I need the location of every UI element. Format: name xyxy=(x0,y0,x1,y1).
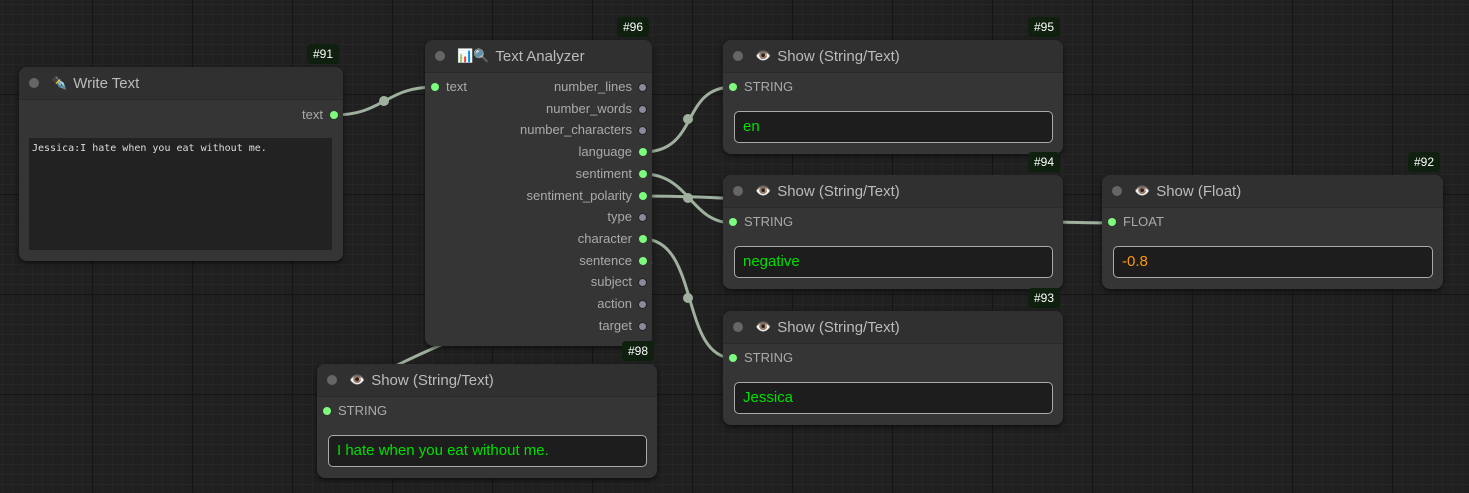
collapse-dot[interactable] xyxy=(1112,186,1122,196)
output-slot-target[interactable] xyxy=(638,322,647,331)
wire-midpoint xyxy=(683,293,693,303)
node-title: Show (String/Text) xyxy=(777,319,900,336)
collapse-dot[interactable] xyxy=(29,78,39,88)
input-slot[interactable] xyxy=(729,354,737,362)
wire-midpoint xyxy=(379,96,389,106)
node-title-bar[interactable]: 📊🔍 Text Analyzer xyxy=(425,40,652,73)
node-id-badge: #94 xyxy=(1028,152,1060,172)
output-slot-number-lines[interactable] xyxy=(638,83,647,92)
node-title: Show (String/Text) xyxy=(777,48,900,65)
output-label-target: target xyxy=(599,318,632,334)
node-title: Show (Float) xyxy=(1156,183,1241,200)
output-slot-type[interactable] xyxy=(638,213,647,222)
collapse-dot[interactable] xyxy=(327,375,337,385)
pen-icon: ✒️ xyxy=(51,75,67,91)
write-text-node[interactable]: ✒️ Write Text text Jessica:I hate when yo… xyxy=(19,67,343,261)
input-slot-text[interactable] xyxy=(431,83,439,91)
input-label: STRING xyxy=(744,214,793,230)
input-slot[interactable] xyxy=(1108,218,1116,226)
output-slot-sentiment[interactable] xyxy=(639,170,647,178)
collapse-dot[interactable] xyxy=(733,322,743,332)
output-slot-character[interactable] xyxy=(639,235,647,243)
input-label: STRING xyxy=(744,350,793,366)
show-node-95[interactable]: 👁️ Show (String/Text) STRING en xyxy=(723,40,1063,154)
value-display[interactable]: Jessica xyxy=(734,382,1053,414)
wire-midpoint xyxy=(683,193,693,203)
output-label-type: type xyxy=(607,209,632,225)
wire-midpoint xyxy=(683,114,693,124)
input-slot[interactable] xyxy=(729,83,737,91)
node-title-bar[interactable]: 👁️ Show (String/Text) xyxy=(723,40,1063,73)
node-title-bar[interactable]: 👁️ Show (String/Text) xyxy=(723,311,1063,344)
node-title: Show (String/Text) xyxy=(777,183,900,200)
input-slot[interactable] xyxy=(729,218,737,226)
collapse-dot[interactable] xyxy=(435,51,445,61)
node-id-badge: #91 xyxy=(307,44,339,64)
show-node-93[interactable]: 👁️ Show (String/Text) STRING Jessica xyxy=(723,311,1063,425)
node-title: Text Analyzer xyxy=(495,48,584,65)
output-label-sentiment: sentiment xyxy=(576,166,632,182)
output-label-sentence: sentence xyxy=(579,253,632,269)
output-slot-sentence[interactable] xyxy=(639,257,647,265)
output-label-character: character xyxy=(578,231,632,247)
show-node-92[interactable]: 👁️ Show (Float) FLOAT -0.8 xyxy=(1102,175,1443,289)
node-id-badge: #95 xyxy=(1028,17,1060,37)
eye-icon: 👁️ xyxy=(1134,183,1150,199)
input-label: STRING xyxy=(744,79,793,95)
node-id-badge: #98 xyxy=(622,341,654,361)
node-title-bar[interactable]: 👁️ Show (String/Text) xyxy=(723,175,1063,208)
output-slot-language[interactable] xyxy=(639,148,647,156)
show-node-94[interactable]: 👁️ Show (String/Text) STRING negative xyxy=(723,175,1063,289)
input-label: text xyxy=(446,79,467,95)
node-title-bar[interactable]: 👁️ Show (Float) xyxy=(1102,175,1443,208)
node-title-bar[interactable]: 👁️ Show (String/Text) xyxy=(317,364,657,397)
output-slot-subject[interactable] xyxy=(638,278,647,287)
value-display[interactable]: en xyxy=(734,111,1053,143)
input-label: STRING xyxy=(338,403,387,419)
eye-icon: 👁️ xyxy=(349,372,365,388)
input-slot[interactable] xyxy=(323,407,331,415)
output-slot-number-words[interactable] xyxy=(638,105,647,114)
output-slot-sentiment-polarity[interactable] xyxy=(639,192,647,200)
eye-icon: 👁️ xyxy=(755,48,771,64)
node-title-bar[interactable]: ✒️ Write Text xyxy=(19,67,343,100)
output-label-number-lines: number_lines xyxy=(554,79,632,95)
value-display[interactable]: negative xyxy=(734,246,1053,278)
output-label-sentiment-polarity: sentiment_polarity xyxy=(527,188,633,204)
output-slot-action[interactable] xyxy=(638,300,647,309)
node-id-badge: #93 xyxy=(1028,288,1060,308)
output-label-language: language xyxy=(579,144,633,160)
collapse-dot[interactable] xyxy=(733,51,743,61)
text-area[interactable]: Jessica:I hate when you eat without me. xyxy=(29,138,332,250)
value-display[interactable]: -0.8 xyxy=(1113,246,1433,278)
chart-search-icon: 📊🔍 xyxy=(457,48,489,64)
text-analyzer-node[interactable]: 📊🔍 Text Analyzer text number_lines number_… xyxy=(425,40,652,346)
output-slot-text[interactable] xyxy=(330,111,338,119)
output-label-number-characters: number_characters xyxy=(520,122,632,138)
show-node-98[interactable]: 👁️ Show (String/Text) STRING I hate when … xyxy=(317,364,657,478)
node-title: Show (String/Text) xyxy=(371,372,494,389)
output-label: text xyxy=(302,107,323,123)
value-display[interactable]: I hate when you eat without me. xyxy=(328,435,647,467)
collapse-dot[interactable] xyxy=(733,186,743,196)
eye-icon: 👁️ xyxy=(755,319,771,335)
node-id-badge: #96 xyxy=(617,17,649,37)
output-label-subject: subject xyxy=(591,274,632,290)
output-label-action: action xyxy=(597,296,632,312)
node-id-badge: #92 xyxy=(1408,152,1440,172)
output-label-number-words: number_words xyxy=(546,101,632,117)
input-label: FLOAT xyxy=(1123,214,1164,230)
output-slot-number-characters[interactable] xyxy=(638,126,647,135)
eye-icon: 👁️ xyxy=(755,183,771,199)
node-title: Write Text xyxy=(73,75,139,92)
